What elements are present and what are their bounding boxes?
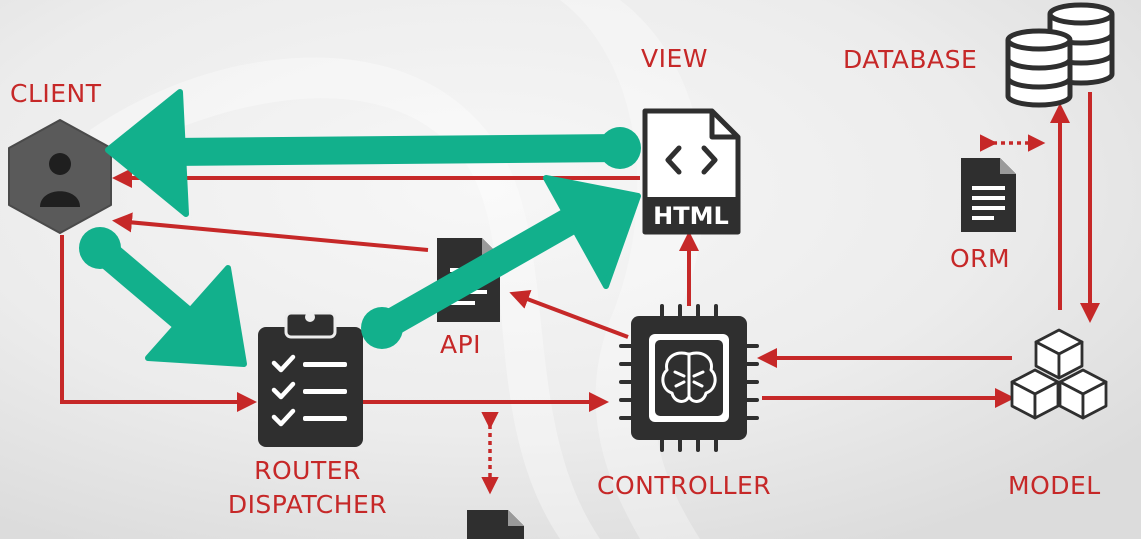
orm-document-icon [961,158,1016,232]
client-label: CLIENT [10,79,102,108]
database-label: DATABASE [843,45,978,74]
brain-chip-icon [619,304,759,452]
arrow-controller-to-api [509,289,629,339]
view-label: VIEW [641,44,708,73]
green-arrow-router-to-view [361,175,641,349]
model-label: MODEL [1008,471,1101,500]
dotted-arrows [481,134,1046,495]
arrow-client-to-router [60,235,257,412]
router-label: ROUTER DISPATCHER [200,454,415,522]
html-file-icon: HTML [642,108,741,235]
api-label: API [440,330,482,359]
arrow-api-to-client [112,212,429,252]
router-label-line2: DISPATCHER [227,490,388,519]
database-stack-icon [1005,2,1115,108]
bottom-document-icon [467,510,524,539]
background-swoosh [90,57,600,539]
green-arrow-client-to-router [79,227,247,367]
controller-label: CONTROLLER [597,471,772,500]
green-arrow-view-to-client [105,89,641,217]
clipboard-checklist-icon [258,311,363,447]
html-file-text: HTML [653,202,729,230]
router-label-line1: ROUTER [254,456,361,485]
green-flow-arrows [79,89,641,367]
cubes-icon [1010,328,1108,420]
orm-label: ORM [950,244,1011,273]
red-flow-arrows [60,92,1100,412]
